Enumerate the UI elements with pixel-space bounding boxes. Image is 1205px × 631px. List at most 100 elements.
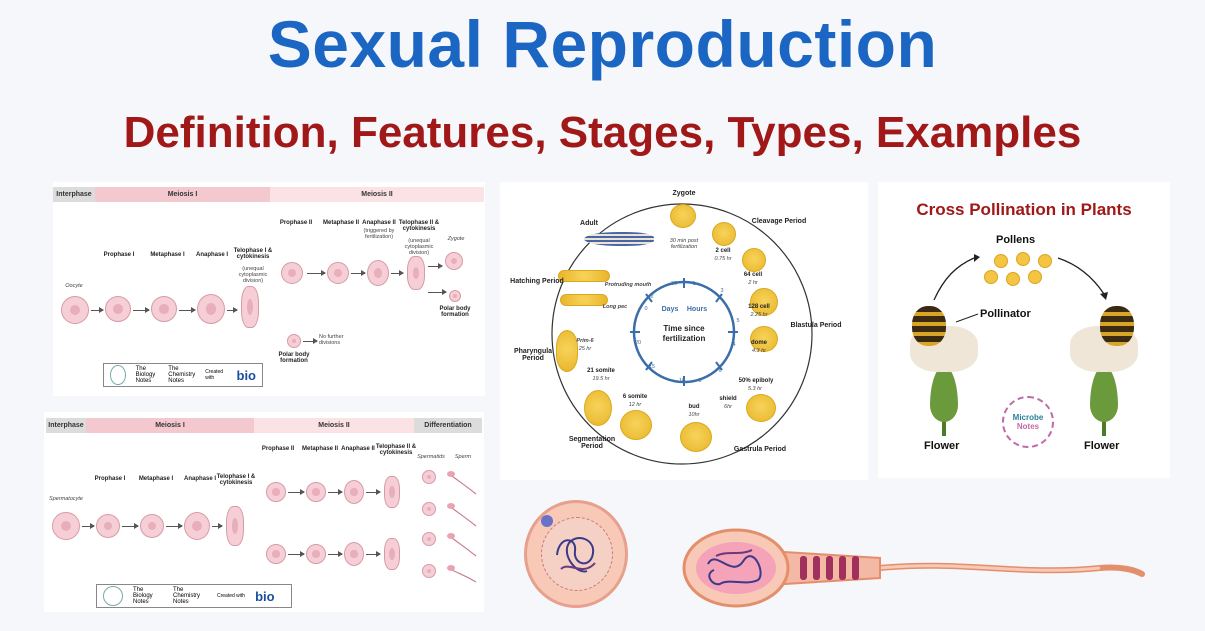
microbe-notes-logo: Microbe Notes <box>1002 396 1054 448</box>
header-differentiation: Differentiation <box>414 418 482 433</box>
anaphase-1-cell <box>197 294 225 324</box>
microbe-notes-logo-bottom: Notes <box>1016 422 1040 431</box>
adult-zebrafish <box>584 232 654 246</box>
arrow <box>328 489 343 495</box>
leaf <box>930 366 958 422</box>
label-6-somite: 6 somite <box>622 394 648 400</box>
sperm-cells <box>447 471 477 583</box>
oocyte-cell <box>61 296 89 324</box>
pollen-grain <box>1038 254 1052 268</box>
arrow <box>391 270 404 276</box>
anaphase-2-cell <box>367 260 389 286</box>
metaphase-1-cell <box>140 514 164 538</box>
zygote-cell <box>445 252 463 270</box>
zygote-embryo <box>670 204 696 228</box>
label-anaphase-1: Anaphase I <box>195 252 228 258</box>
arrow <box>288 489 305 495</box>
header-meiosis-2: Meiosis II <box>270 187 484 202</box>
sperm-chromatin <box>715 549 753 557</box>
transfer-arrows <box>933 254 1108 323</box>
arrow <box>122 523 139 529</box>
label-cleavage-period: Cleavage Period <box>751 218 807 225</box>
21-somite-embryo <box>584 390 612 426</box>
label-protruding-mouth: Protruding mouth <box>604 282 652 288</box>
transfer-arrow-right-head <box>1100 292 1108 300</box>
transfer-arrow-left <box>933 257 975 301</box>
label-anaphase-2: Anaphase II <box>341 446 375 452</box>
chromatin-strand <box>556 537 595 573</box>
dial-tick-label: 0 <box>644 306 648 312</box>
header-interphase: Interphase <box>46 418 86 433</box>
label-zygote-time: 30 min post fertilization <box>669 238 699 250</box>
arrow <box>351 270 366 276</box>
arrow <box>166 523 183 529</box>
label-dome-time: 4.3 hr <box>751 348 767 354</box>
dial-tick-label: 8 <box>698 378 702 384</box>
label-anaphase-1: Anaphase I <box>183 476 216 482</box>
pollinator-pointer <box>955 313 979 323</box>
bee-icon <box>912 306 946 346</box>
label-bud-time: 10hr <box>688 412 700 418</box>
microbe-notes-logo-top: Microbe <box>1012 413 1044 422</box>
arrow <box>227 307 238 313</box>
anaphase-2-cell-bottom <box>344 542 364 566</box>
arrow <box>366 489 381 495</box>
dial-tick <box>715 361 723 371</box>
label-hatching-period: Hatching Period <box>510 278 564 285</box>
dial-tick-label: 20 <box>634 340 642 346</box>
biorender-logo: bio <box>255 588 275 604</box>
arrow <box>307 270 326 276</box>
microbe-notes-logo-icon <box>110 365 126 385</box>
label-2-cell-time: 0.75 hr <box>714 256 732 262</box>
arrow <box>428 263 443 269</box>
prophase-2-cell <box>281 262 303 284</box>
dial-tick <box>645 361 653 371</box>
prim-6-embryo <box>556 330 578 372</box>
shield-embryo <box>746 394 776 422</box>
sperm-tail <box>451 475 477 495</box>
header-meiosis-2: Meiosis II <box>254 418 414 433</box>
two-cell-embryo <box>712 222 736 246</box>
label-bud: bud <box>688 404 700 410</box>
label-flower-left: Flower <box>924 440 960 452</box>
telophase-1-cell <box>241 286 259 328</box>
header-meiosis-1: Meiosis I <box>86 418 254 433</box>
dial-tick-label: 3 <box>720 288 724 294</box>
note-telophase-1: (unequal cytoplasmic division) <box>238 266 268 284</box>
arrow <box>82 523 95 529</box>
egg-nucleus <box>541 517 613 591</box>
arrow <box>366 551 381 557</box>
label-zygote: Zygote <box>672 190 696 197</box>
label-anaphase-2: Anaphase II <box>362 220 396 226</box>
telophase-2-cell-top <box>384 476 400 508</box>
spermatid-cell <box>422 532 436 546</box>
label-oocyte: Oocyte <box>65 283 83 289</box>
dial-tick-label: 2 <box>650 294 654 300</box>
biorender-logo: bio <box>236 367 257 383</box>
label-metaphase-2: Metaphase II <box>301 446 338 452</box>
sperm-entry-marker <box>541 515 553 527</box>
spermatid-cell <box>422 470 436 484</box>
mitochondria <box>826 556 833 580</box>
anaphase-1-cell <box>184 512 210 540</box>
label-telophase-2: Telophase II & cytokinesis <box>398 220 440 232</box>
sperm-head <box>447 503 455 509</box>
telophase-2-cell-bottom <box>384 538 400 570</box>
label-128-cell: 128 cell <box>748 304 770 310</box>
zebrafish-development-diagram: Days Hours Time since fertilization 30 1… <box>500 182 868 480</box>
created-with-label: Created with <box>217 593 246 599</box>
bud-embryo <box>680 422 712 452</box>
arrow <box>212 523 223 529</box>
128-cell-embryo <box>750 288 778 316</box>
label-telophase-2: Telophase II & cytokinesis <box>375 444 417 456</box>
label-metaphase-1: Metaphase I <box>138 476 174 482</box>
page-subtitle: Definition, Features, Stages, Types, Exa… <box>123 108 1082 157</box>
dial-tick-label: 1 <box>692 281 696 287</box>
6-somite-embryo <box>620 410 652 440</box>
label-hours: Hours <box>686 306 708 313</box>
biology-notes-logo: The Biology Notes <box>135 366 156 384</box>
transfer-arrow-right <box>1057 257 1105 295</box>
transfer-arrow-left-head <box>974 254 980 262</box>
label-21-somite: 21 somite <box>587 368 615 374</box>
prophase-2-cell-top <box>266 482 286 502</box>
